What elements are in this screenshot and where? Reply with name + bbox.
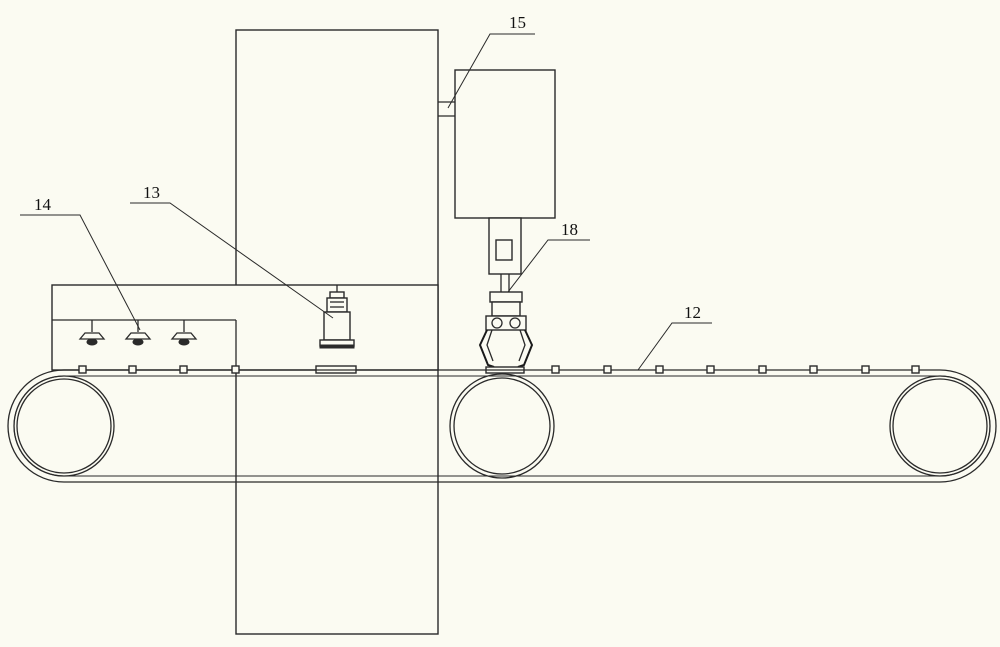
callout-18: 18	[561, 220, 578, 239]
callout-15: 15	[509, 13, 526, 32]
callout-12: 12	[684, 303, 701, 322]
pulley	[890, 376, 990, 476]
nozzle-housing	[52, 285, 438, 370]
pulley	[14, 376, 114, 476]
upper-machine-box	[438, 70, 555, 218]
gripper	[480, 292, 532, 367]
callout-13: 13	[143, 183, 160, 202]
conveyor-belt	[8, 370, 996, 482]
callout-14: 14	[34, 195, 52, 214]
pulley	[450, 374, 554, 478]
